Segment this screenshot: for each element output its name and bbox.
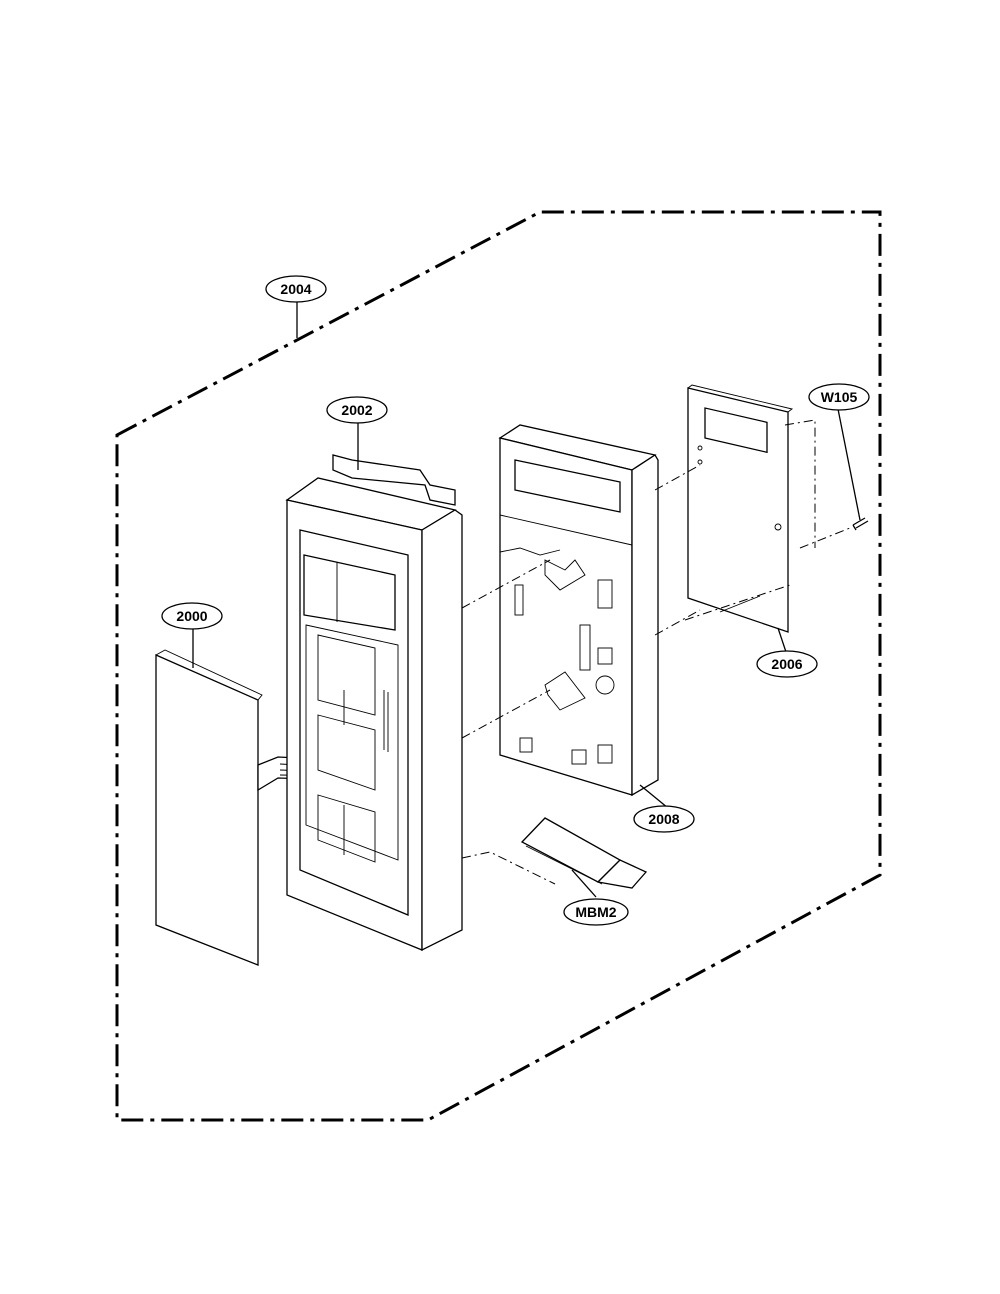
- callout-2008: 2008: [633, 805, 695, 833]
- callout-w105-text: W105: [821, 389, 858, 405]
- part-w105-screw[interactable]: [852, 517, 869, 531]
- callout-w105: W105: [808, 383, 870, 411]
- callout-2004-text: 2004: [280, 281, 311, 297]
- part-2006-pcb[interactable]: [687, 384, 794, 633]
- part-mbm2-clip[interactable]: [520, 817, 648, 889]
- part-2002-control-frame[interactable]: [285, 454, 463, 952]
- callout-mbm2: MBM2: [563, 898, 629, 926]
- callout-2000-text: 2000: [176, 608, 207, 624]
- part-2008-bracket[interactable]: [498, 424, 659, 797]
- leader-lines: [192, 302, 861, 898]
- callout-2006: 2006: [756, 650, 818, 678]
- callout-2006-text: 2006: [771, 656, 802, 672]
- callout-2002-text: 2002: [341, 402, 372, 418]
- callout-2000: 2000: [161, 602, 223, 630]
- callout-2008-text: 2008: [648, 811, 679, 827]
- callout-2002: 2002: [326, 396, 388, 424]
- assembly-guide-lines: [461, 419, 851, 885]
- callout-mbm2-text: MBM2: [575, 904, 616, 920]
- callout-2004: 2004: [265, 275, 327, 303]
- assembly-boundary: [115, 210, 882, 1122]
